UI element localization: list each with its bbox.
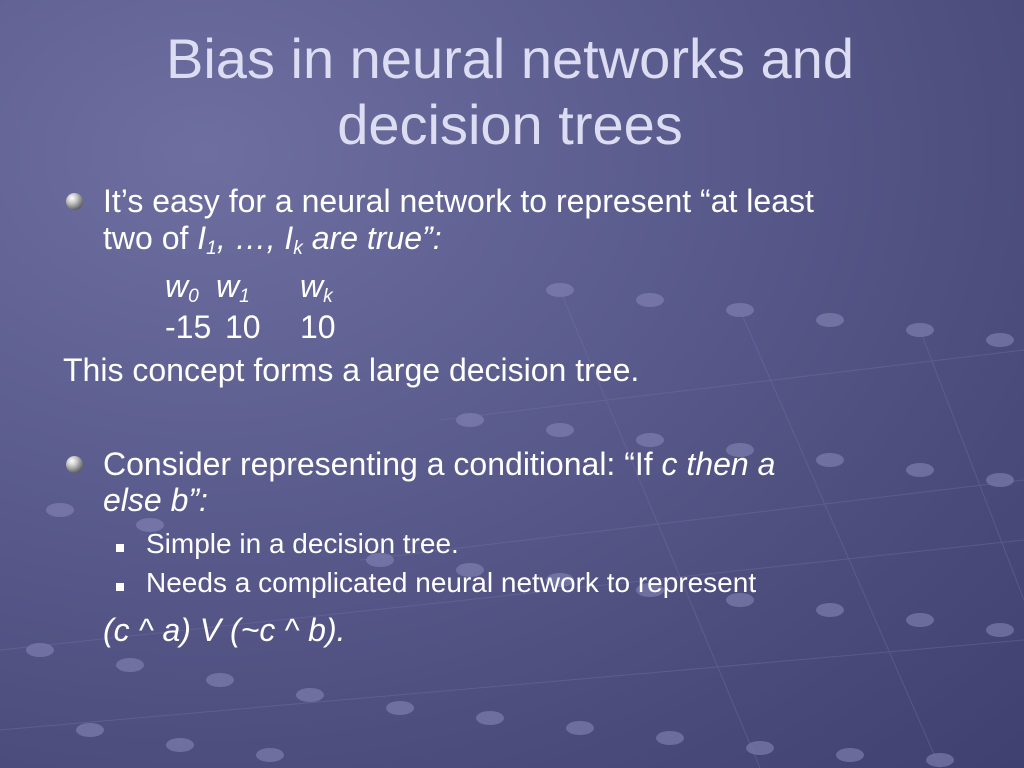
weight-value-k: 10 — [300, 309, 336, 345]
sub-bullet-square-icon — [116, 583, 124, 591]
weight-value-1: 10 — [225, 309, 261, 345]
bullet2-line1: Consider representing a conditional: “If… — [103, 446, 776, 482]
bullet1-line2: two of I1, …, Ik are true”: — [103, 220, 442, 259]
weight-w1: w1 — [216, 268, 250, 307]
bullet1-line1: It’s easy for a neural network to repres… — [103, 183, 814, 219]
formula: (c ^ a) V (~c ^ b). — [103, 612, 346, 648]
var-i1: I1 — [197, 220, 217, 259]
sub-item-1: Simple in a decision tree. — [146, 528, 459, 559]
weight-wk: wk — [300, 268, 333, 307]
bullet-orb-icon — [66, 193, 83, 210]
weight-value-0: -15 — [165, 309, 212, 345]
weight-w0: w0 — [165, 268, 199, 307]
bullet2-line2: else b”: — [103, 482, 208, 518]
bullet-orb-icon — [66, 456, 83, 473]
var-ik: Ik — [284, 220, 303, 259]
sub-item-2: Needs a complicated neural network to re… — [146, 567, 757, 598]
sub-bullet-square-icon — [116, 544, 124, 552]
slide-title: Bias in neural networks and decision tre… — [166, 27, 854, 156]
note-text: This concept forms a large decision tree… — [63, 352, 640, 388]
